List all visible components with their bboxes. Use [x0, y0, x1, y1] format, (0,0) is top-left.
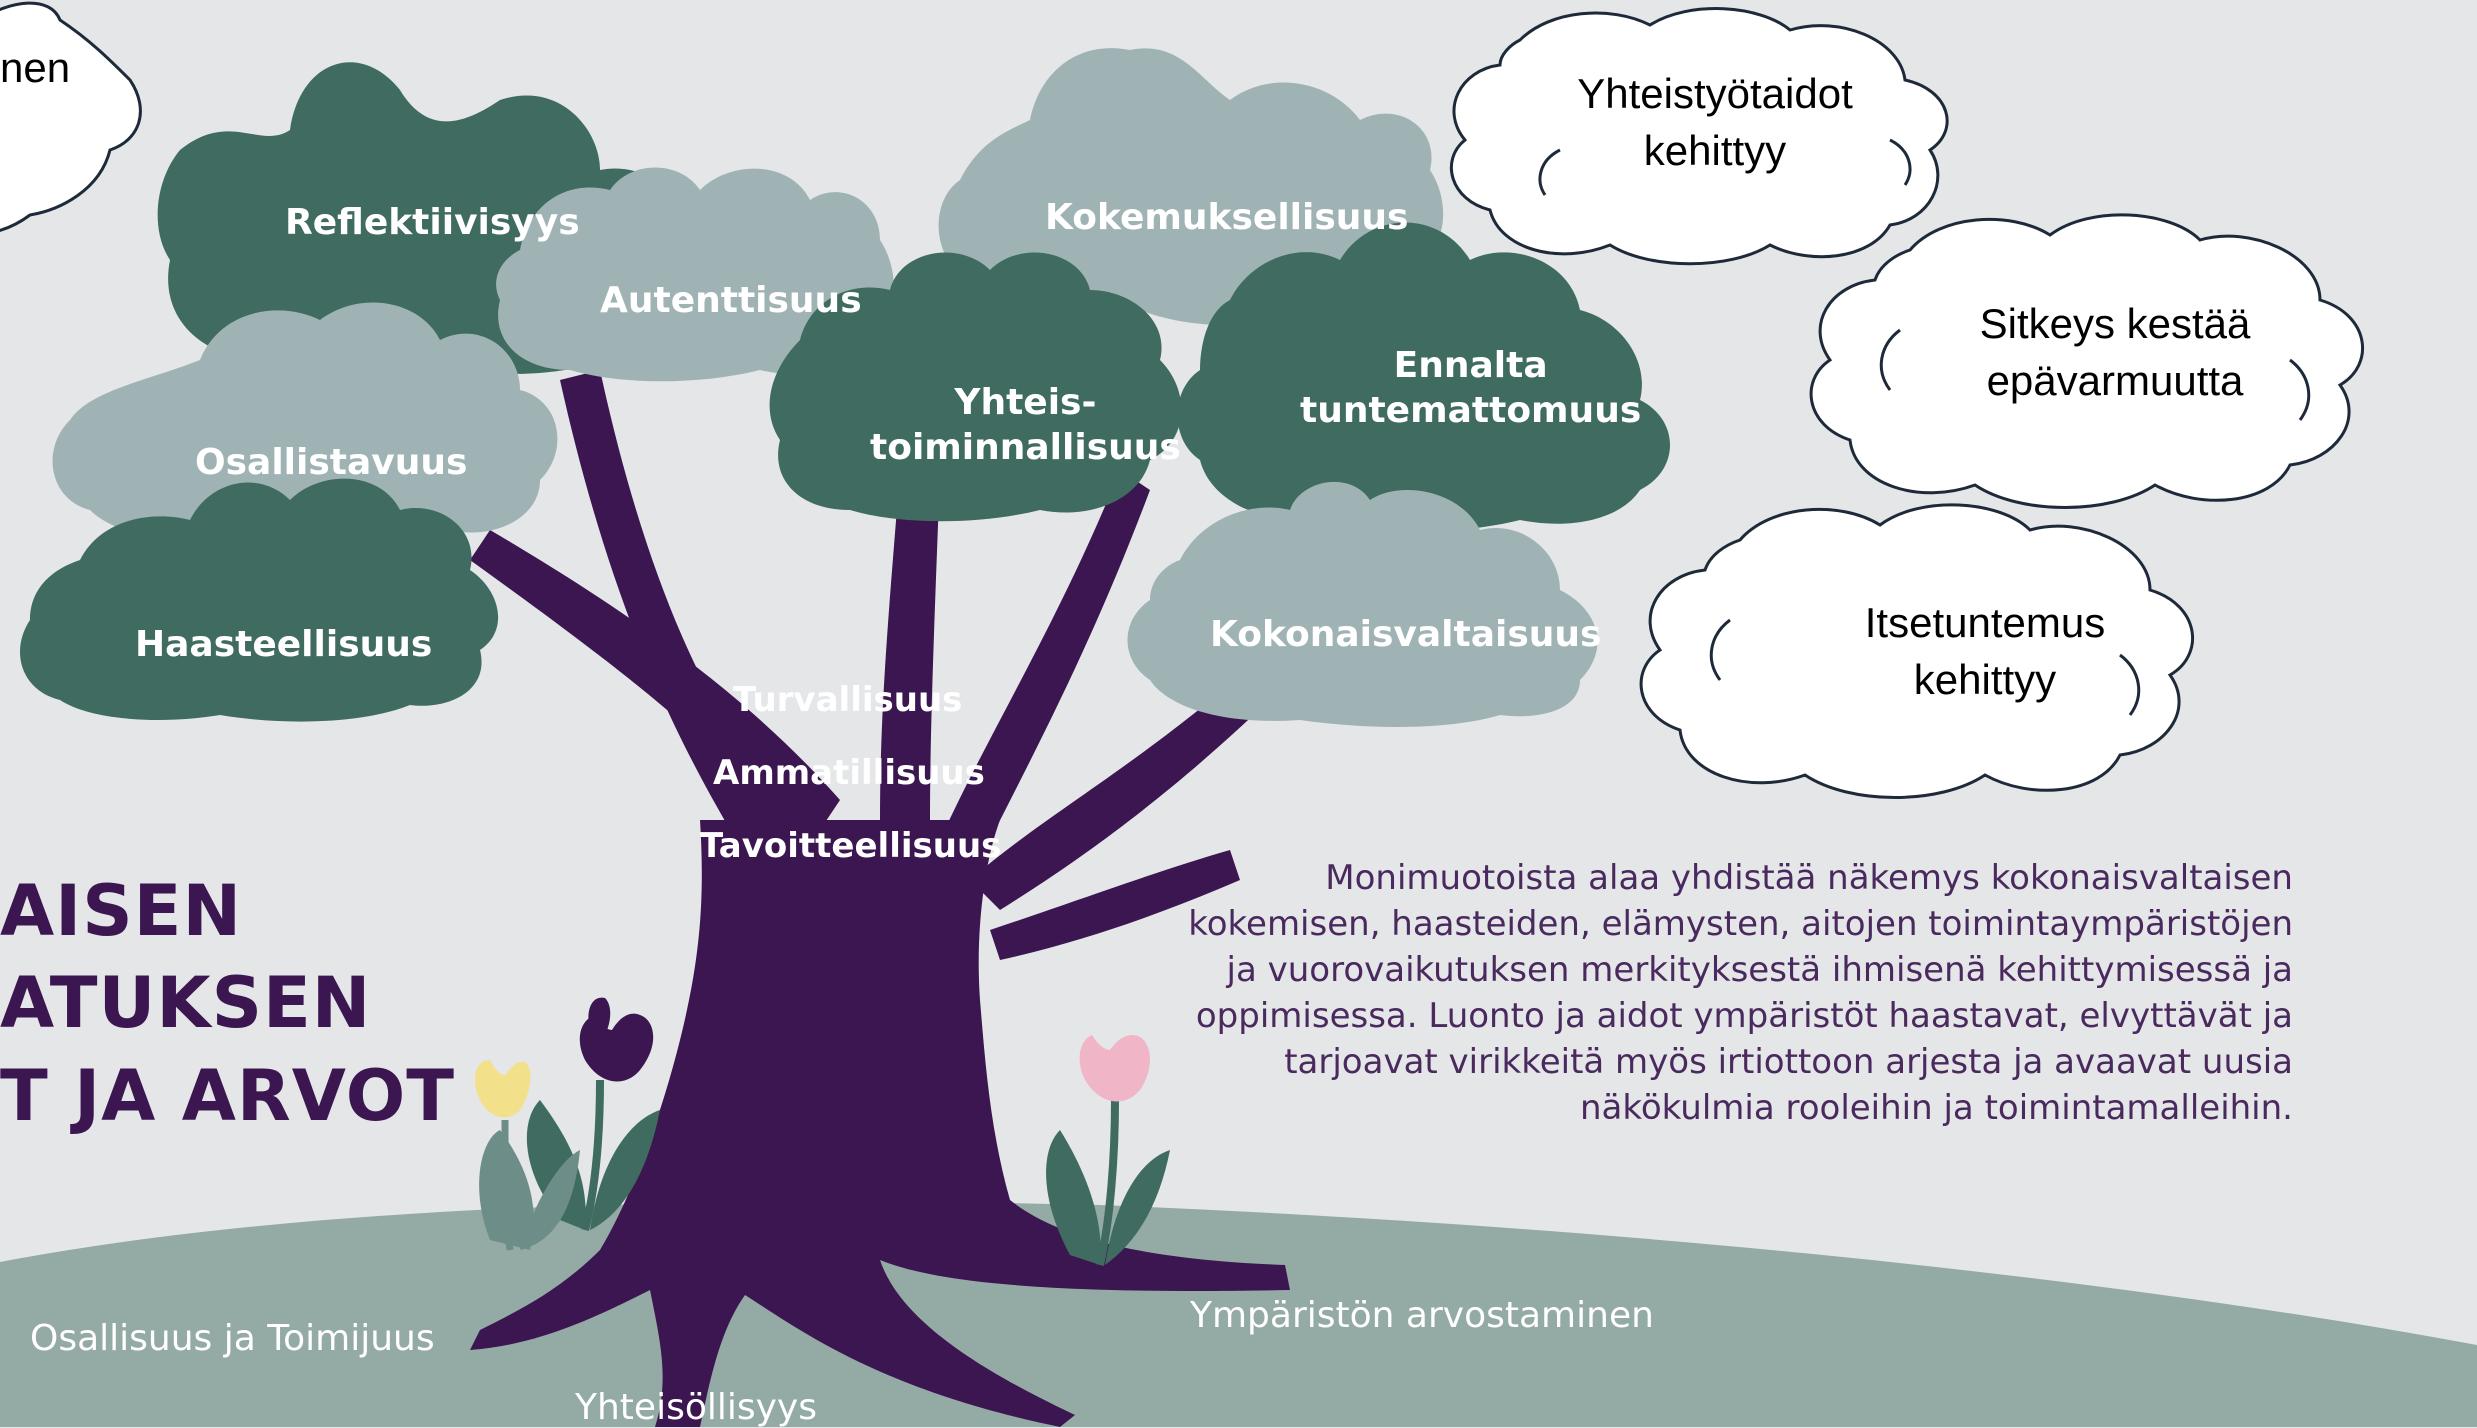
flower-leaf [590, 1110, 660, 1230]
title-line-3: T JA ARVOT [0, 1055, 455, 1137]
label-haasteellisuus: Haasteellisuus [135, 624, 433, 665]
label-turvallisuus: Turvallisuus [733, 680, 963, 720]
title-line-2: ATUKSEN [0, 962, 372, 1044]
description-line-5: tarjoavat virikkeitä myös irtiottoon arj… [1284, 1042, 2293, 1082]
flower-leaf [526, 1100, 586, 1230]
thought-cloud-3 [1639, 503, 2195, 799]
tree-branch [470, 530, 840, 860]
flower-stem [581, 1079, 604, 1231]
label-autenttisuus: Autenttisuus [600, 280, 862, 321]
cloud3-line2: kehittyy [1913, 655, 2057, 703]
cloud-text-itsetuntemus: Itsetuntemus kehittyy [1755, 595, 2215, 708]
label-osallistavuus: Osallistavuus [195, 442, 468, 483]
cloud2-line1: Sitkeys kestää [1979, 300, 2251, 347]
cloud-text-sitkeys: Sitkeys kestää epävarmuutta [1925, 296, 2305, 409]
label-yhteis-line2: toiminnallisuus [870, 427, 1181, 468]
cloud-curl [2119, 653, 2141, 716]
leaf-haasteellisuus [20, 478, 499, 722]
cloud2-line2: epävarmuutta [1986, 356, 2244, 404]
cloud-partial-text: nen [0, 44, 71, 91]
flower-stem [1096, 1099, 1119, 1266]
flower-leaf [1105, 1150, 1170, 1265]
cloud1-line2: kehittyy [1643, 126, 1787, 174]
flower-leaf [520, 1150, 580, 1250]
label-kokonaisvaltaisuus: Kokonaisvaltaisuus [1210, 614, 1602, 655]
label-kokemuksellisuus: Kokemuksellisuus [1045, 197, 1409, 238]
description-line-4: oppimisessa. Luonto ja aidot ympäristöt … [1195, 996, 2293, 1036]
leaf-ennalta-tuntemattomuus [1177, 222, 1670, 532]
cloud-text-yhteistyotaidot: Yhteistyötaidot kehittyy [1540, 66, 1890, 179]
cloud-curl [1538, 148, 1561, 196]
description-line-3: ja vuorovaikutuksen merkityksestä ihmise… [1226, 950, 2293, 990]
cloud-curl [2289, 358, 2311, 421]
thought-cloud-2 [1809, 213, 2365, 509]
leaf-yhteistoiminnallisuus [769, 252, 1182, 522]
label-tavoitteellisuus: Tavoitteellisuus [700, 826, 1002, 866]
label-ennalta-line2: tuntemattomuus [1300, 390, 1642, 431]
flower-leaf [1046, 1130, 1101, 1265]
tree-branch [880, 470, 940, 820]
description-line-2: kokemisen, haasteiden, elämysten, aitoje… [1188, 904, 2293, 944]
cloud-curl [1889, 138, 1912, 186]
description-line-6: näkökulmia rooleihin ja toimintamalleihi… [1579, 1088, 2293, 1128]
label-ennalta-line1: Ennalta [1393, 345, 1548, 386]
label-ennalta-tuntemattomuus: Ennalta tuntemattomuus [1300, 343, 1641, 433]
cloud-curl [1879, 328, 1901, 391]
thought-cloud-partial [0, 1, 142, 233]
label-yhteisollisyys: Yhteisöllisyys [575, 1387, 817, 1428]
flower-pink-icon [1079, 1034, 1150, 1102]
label-osallisuus-ja-toimijuus: Osallisuus ja Toimijuus [30, 1318, 435, 1359]
title-line-1: AISEN [0, 870, 243, 952]
label-ammatillisuus: Ammatillisuus [713, 753, 985, 793]
label-yhteistoiminnallisuus: Yhteis- toiminnallisuus [870, 380, 1181, 470]
flower-purple-icon [588, 997, 611, 1035]
cloud3-line1: Itsetuntemus [1864, 599, 2106, 646]
tree-trunk [470, 820, 1290, 1427]
flower-yellow-icon [474, 1060, 531, 1118]
label-reflektiivisyys: Reflektiivisyys [285, 202, 580, 243]
tree-branch [990, 850, 1240, 960]
leaf-kokonaisvaltaisuus [1127, 481, 1598, 727]
cloud-curl [1709, 618, 1731, 681]
thought-cloud-1 [1449, 7, 1949, 266]
flower-stem [501, 1119, 514, 1251]
description-line-1: Monimuotoista alaa yhdistää näkemys koko… [1325, 858, 2293, 898]
label-ympariston-arvostaminen: Ympäristön arvostaminen [1190, 1295, 1654, 1336]
leaf-autenttisuus [496, 167, 894, 382]
leaf-osallistavuus [52, 302, 558, 547]
label-yhteis-line1: Yhteis- [954, 382, 1097, 423]
cloud1-line1: Yhteistyötaidot [1577, 70, 1853, 117]
tree-branch [940, 470, 1150, 860]
